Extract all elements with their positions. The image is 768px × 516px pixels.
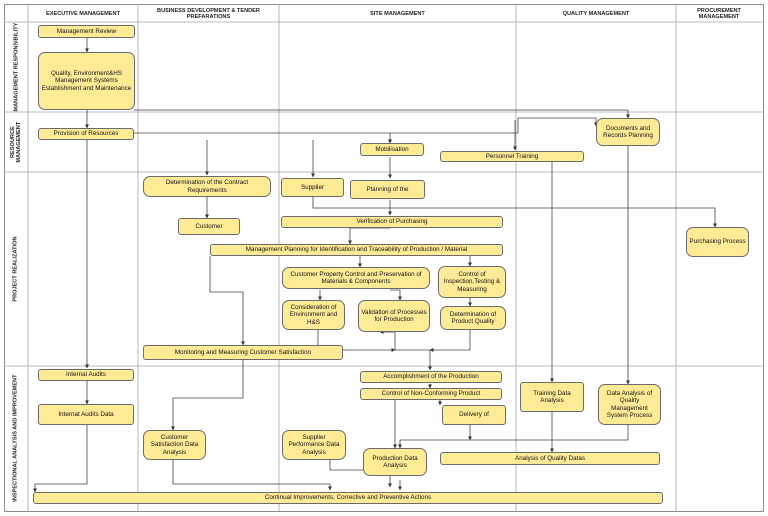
lane-header-resource-management: RESOURCE MANAGEMENT	[9, 121, 23, 163]
box-customer[interactable]: Customer	[178, 218, 240, 235]
box-continual-improvements[interactable]: Continual Improvements, Corrective and P…	[33, 492, 663, 504]
box-documents-records-planning[interactable]: Documents and Records Planning	[596, 118, 660, 146]
box-customer-property[interactable]: Customer Property Control and Preservati…	[282, 267, 430, 289]
box-control-inspection[interactable]: Control of Inspection,Testing & Measurin…	[438, 266, 506, 298]
column-header-business-development: BUSINESS DEVELOPMENT & TENDER PREFARATIO…	[157, 7, 260, 20]
column-header-procurement: PROCUREMENT MANAGEMENT	[697, 7, 741, 20]
box-customer-satisfaction-data[interactable]: Customer Satisfaction Data Analysis	[143, 430, 206, 460]
box-analysis-quality-datas[interactable]: Analysis of Quality Datas	[440, 452, 660, 465]
box-delivery-of[interactable]: Delivery of	[442, 405, 506, 425]
box-monitoring-customer-satisfaction[interactable]: Monitoring and Measuring Customer Satisf…	[143, 345, 343, 360]
box-determination-product-quality[interactable]: Determination of Product Quality	[440, 306, 506, 330]
box-planning-of-the[interactable]: Planning of the	[350, 180, 425, 199]
column-header-site: SITE MANAGEMENT	[370, 10, 425, 17]
box-control-nonconforming[interactable]: Control of Non-Conforming Product	[360, 388, 502, 400]
swimlane-grid	[4, 4, 763, 511]
lane-header-project-realization: PROJECT REALIZATION	[12, 236, 19, 302]
lane-header-management-responsibility: MANAGEMENT RESPONSIBILITY	[12, 22, 19, 112]
box-management-planning[interactable]: Management Planning for Identification a…	[210, 244, 503, 256]
box-personnel-training[interactable]: Personnel Training	[440, 151, 584, 162]
box-consideration-environment[interactable]: Consideration of Environment and H&S	[282, 300, 345, 330]
box-supplier[interactable]: Supplier	[281, 178, 344, 197]
box-determination-contract[interactable]: Determination of the Contract Requiremen…	[143, 176, 271, 197]
column-header-executive: EXECUTIVE MANAGEMENT	[46, 10, 120, 17]
box-production-data-analysis[interactable]: Production Data Analysis	[363, 448, 427, 476]
box-purchasing-process[interactable]: Purchasing Process	[686, 227, 749, 257]
box-internal-audits[interactable]: Internal Audits	[38, 369, 134, 381]
box-training-data-analysis[interactable]: Training Data Analysis	[520, 382, 584, 412]
box-verification-purchasing[interactable]: Verification of Purchasing	[281, 216, 503, 228]
box-qehs-systems[interactable]: Quality, Environment&HS Management Syste…	[38, 52, 135, 110]
box-provision-of-resources[interactable]: Provision of Resources	[38, 128, 134, 140]
lane-header-inspectional-analysis: INSPECTIONAL ANALYSIS AND IMPROVEMENT	[12, 374, 19, 503]
box-mobilisation[interactable]: Mobilisation	[360, 143, 424, 156]
box-supplier-performance[interactable]: Supplier Performance Data Analysis	[282, 430, 346, 460]
box-validation-processes[interactable]: Validation of Processes for Production	[358, 300, 430, 332]
column-header-quality: QUALITY MANAGEMENT	[562, 10, 630, 17]
box-internal-audits-data[interactable]: Internat Audits Data	[38, 404, 134, 425]
box-accomplishment-production[interactable]: Accomplishment of the Production	[360, 371, 502, 383]
box-management-review[interactable]: Management Review	[38, 25, 135, 38]
box-data-analysis-quality[interactable]: Data Analysis of Quality Management Syst…	[598, 384, 661, 425]
